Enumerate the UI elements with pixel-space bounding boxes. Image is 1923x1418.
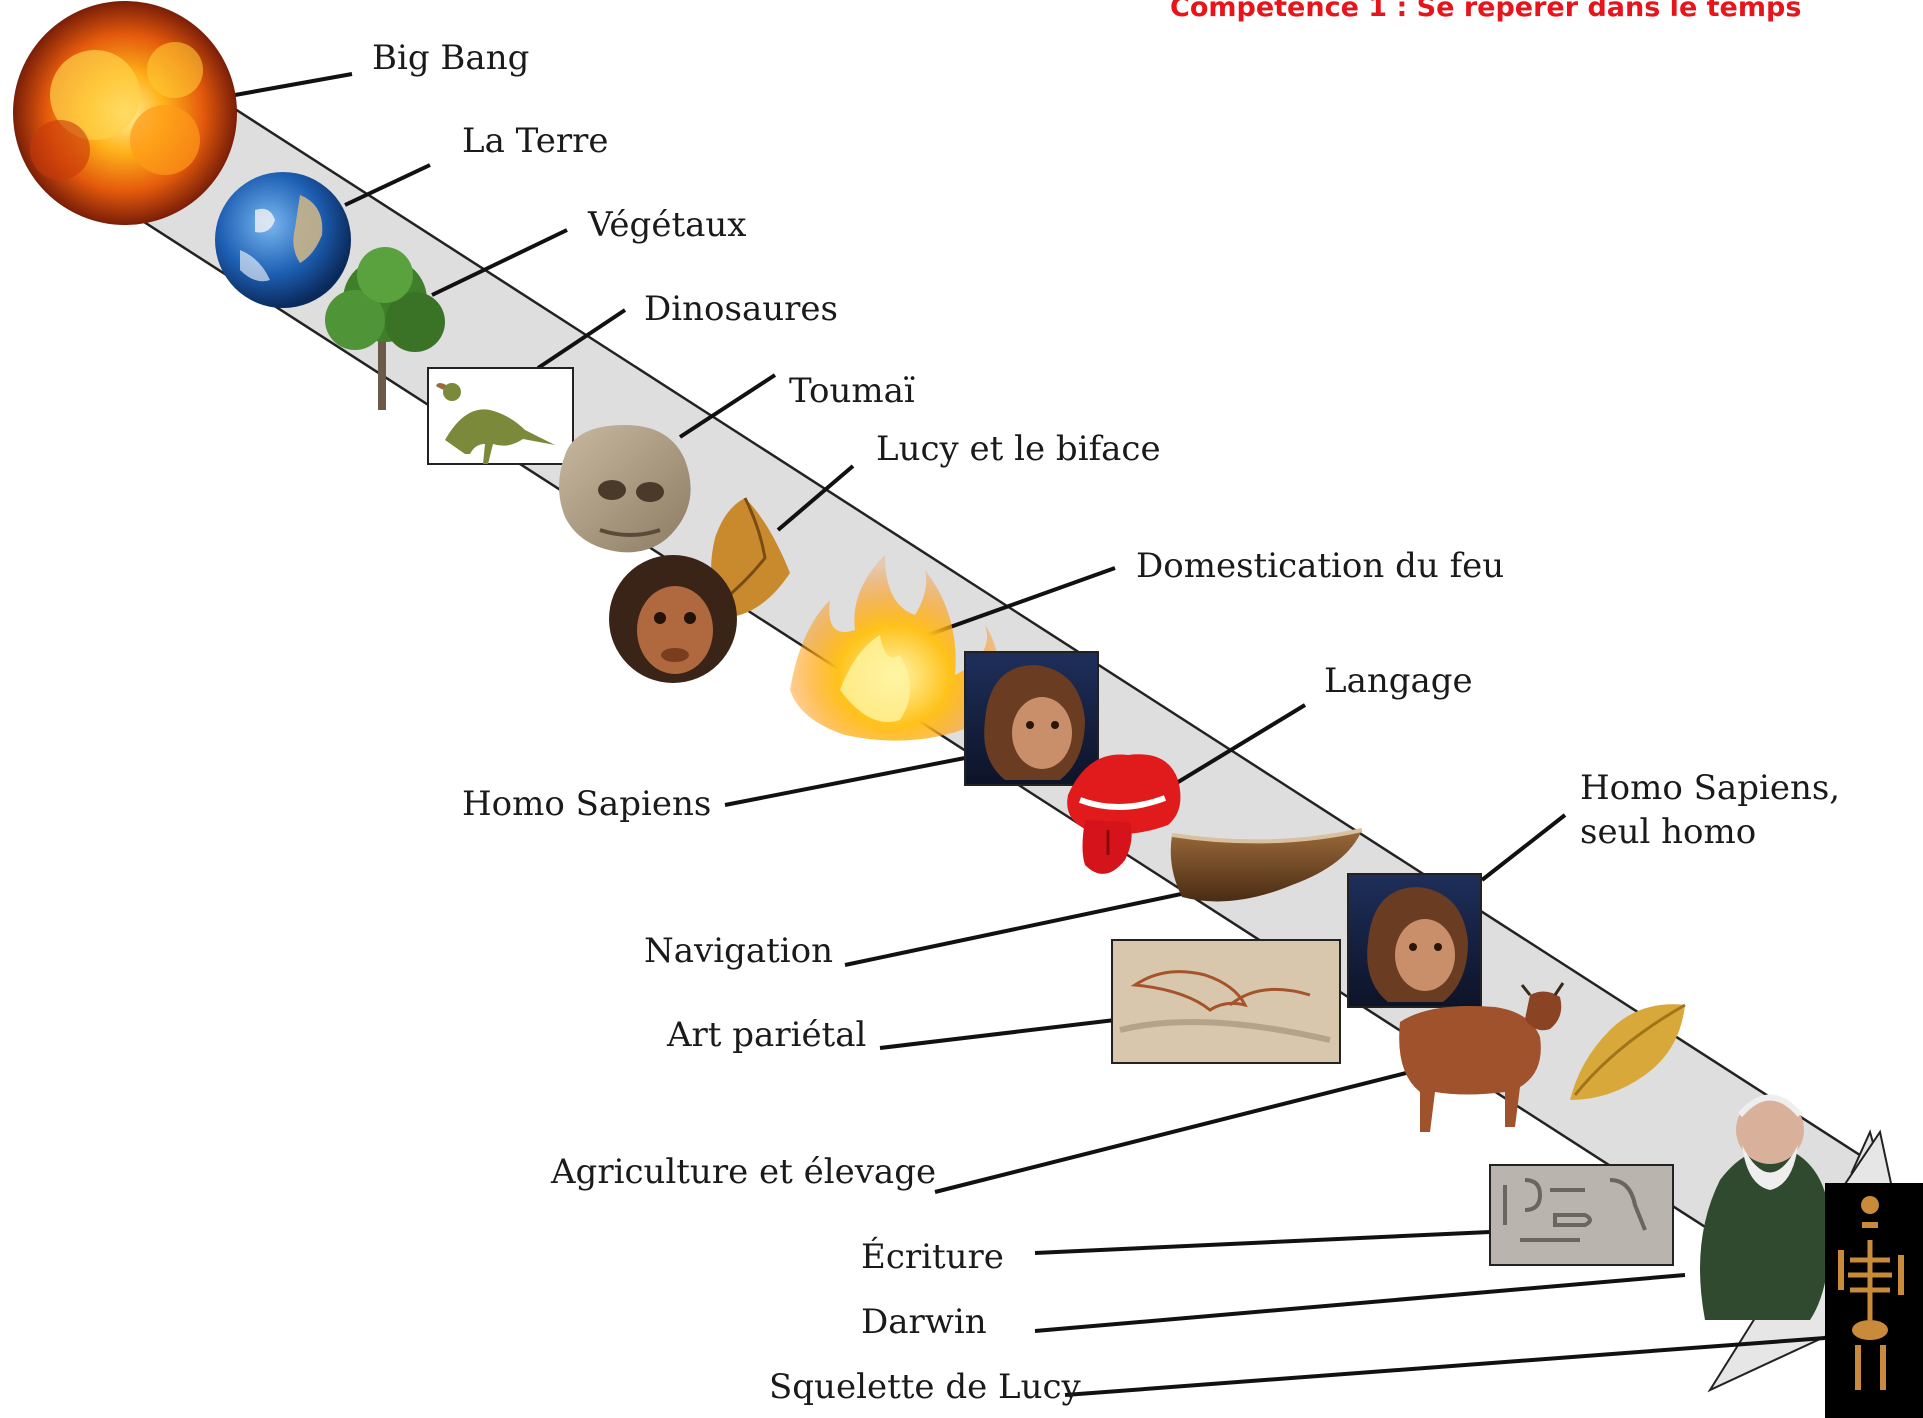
competence-heading: Compétence 1 : Se repérer dans le temps — [1170, 0, 1802, 23]
leader-vegetaux — [431, 228, 568, 297]
label-ecriture: Écriture — [861, 1237, 1004, 1277]
label-art-parietal: Art pariétal — [667, 1015, 867, 1055]
label-langage: Langage — [1324, 661, 1473, 701]
label-la-terre: La Terre — [462, 121, 609, 161]
label-toumai: Toumaï — [789, 371, 915, 411]
label-lucy-biface: Lucy et le biface — [876, 429, 1161, 469]
wheat-icon — [1570, 1003, 1686, 1100]
leader-dinosaures — [536, 308, 627, 370]
leader-homo-sapiens-seul — [1480, 813, 1567, 882]
leader-terre — [344, 163, 431, 207]
label-agriculture-elevage: Agriculture et élevage — [551, 1152, 937, 1192]
leader-ecriture — [1034, 1230, 1491, 1255]
leader-navigation — [844, 888, 1201, 967]
darwin-portrait-image — [1700, 1094, 1830, 1320]
tree-icon — [325, 247, 445, 410]
label-navigation: Navigation — [644, 931, 834, 971]
label-domestication-feu: Domestication du feu — [1136, 546, 1505, 586]
lucy-skeleton-image — [1825, 1183, 1923, 1418]
earth-globe-icon — [215, 172, 351, 308]
hieroglyph-tablet-image — [1489, 1164, 1674, 1266]
label-dinosaures: Dinosaures — [644, 289, 838, 329]
label-vegetaux: Végétaux — [588, 205, 747, 245]
leader-lucy-biface — [776, 464, 855, 532]
toumai-skull-image — [559, 425, 691, 553]
label-homo-sapiens: Homo Sapiens — [462, 784, 712, 824]
homo-sapiens-seul-portrait-image — [1347, 873, 1482, 1008]
leader-langage — [1163, 703, 1307, 792]
leader-squelette-lucy — [1064, 1336, 1826, 1397]
label-big-bang: Big Bang — [372, 38, 530, 78]
leader-homo-sapiens — [724, 756, 966, 807]
leader-darwin — [1034, 1273, 1686, 1333]
leader-lines — [234, 72, 1826, 1397]
label-darwin: Darwin — [861, 1302, 987, 1342]
label-homo-sapiens-seul-homo: Homo Sapiens, seul homo — [1580, 768, 1841, 852]
leader-toumai — [678, 373, 777, 439]
tongue-lips-icon — [1067, 754, 1181, 874]
homo-sapiens-portrait-image — [964, 651, 1099, 786]
leader-agriculture — [934, 1070, 1411, 1194]
big-bang-explosion-icon — [13, 1, 237, 225]
cave-art-image — [1111, 939, 1341, 1064]
boat-image — [1170, 828, 1363, 902]
fire-image — [790, 555, 998, 741]
leader-big-bang — [234, 72, 353, 97]
leader-art-parietal — [879, 1018, 1116, 1050]
dinosaur-image — [427, 367, 574, 465]
cow-image — [1399, 982, 1565, 1132]
biface-tool-image — [711, 497, 790, 618]
lucy-face-image — [609, 555, 737, 683]
label-squelette-lucy: Squelette de Lucy — [769, 1367, 1081, 1407]
